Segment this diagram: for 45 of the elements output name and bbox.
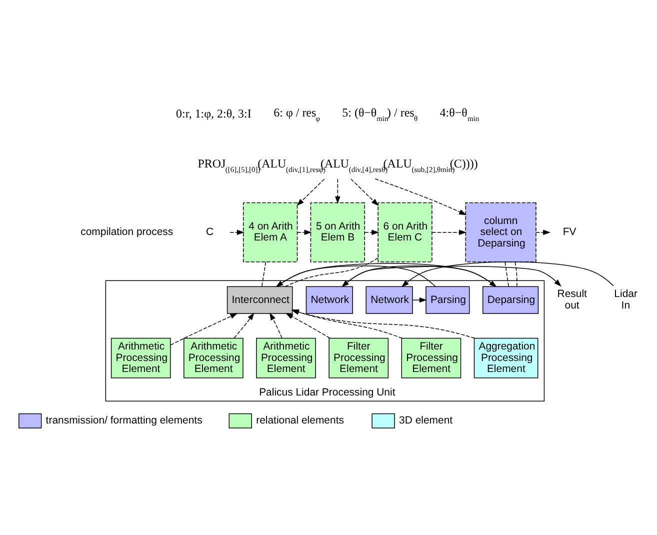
node-box: Arithmetic Processing Element (110, 338, 171, 378)
node-text: C (206, 227, 214, 238)
label: compilation process (80, 227, 174, 238)
arrow (350, 178, 379, 206)
node-text: PROJ$_{([6],[5],[0])}$(ALU$_{(div,[1],resφ)}$(ALU$_{(div,[4],resθ)}$(ALU$_{(sub,[2],θmin)}$(C)))) (198, 156, 478, 174)
arrow (412, 297, 427, 303)
node-box: Aggregation Processing Element (474, 338, 538, 378)
node-box: Filter Processing Element (328, 338, 389, 378)
arrow (536, 230, 551, 235)
arrow (234, 312, 254, 338)
arrow (270, 312, 282, 338)
arrow (286, 313, 330, 338)
legend-label: 3D element (399, 416, 453, 427)
node-text: Result out (557, 289, 587, 312)
node-box: 5 on Arith Elem B (310, 202, 365, 262)
label: 6: φ / res$_{φ}$ (274, 106, 320, 124)
node-box: Network (366, 286, 413, 314)
label: 5: (θ−θ$_{min}$) / res$_{θ}$ (342, 106, 418, 124)
arrow (297, 230, 312, 235)
node-box: Deparsing (482, 286, 539, 314)
node-box: Filter Processing Element (401, 338, 462, 378)
legend-label: relational elements (256, 416, 344, 427)
connector (262, 262, 266, 287)
connector (514, 262, 518, 287)
arrow (170, 313, 238, 346)
node-box: Parsing (426, 286, 470, 314)
arrow (432, 230, 467, 235)
arrow (335, 178, 340, 204)
node-box: Network (306, 286, 353, 314)
connector (504, 262, 509, 287)
arrow (364, 230, 380, 235)
label: 4:θ−θ$_{min}$ (440, 106, 480, 124)
node-box: Interconnect (226, 286, 293, 314)
node-text: Lidar In (614, 289, 638, 312)
arrow (296, 178, 325, 206)
label: 0:r, 1:φ, 2:θ, 3:I (176, 106, 252, 120)
legend-label: transmission/ formatting elements (46, 416, 202, 427)
node-box: Arithmetic Processing Element (256, 338, 316, 378)
node-box: 4 on Arith Elem A (243, 202, 298, 262)
node-box: column select on Deparsing (465, 202, 536, 262)
arrow (230, 230, 244, 235)
node-box: 6 on Arith Elem C (378, 202, 432, 262)
node-box: Arithmetic Processing Element (184, 338, 244, 378)
arrow (374, 178, 467, 216)
node-text: FV (562, 227, 576, 238)
